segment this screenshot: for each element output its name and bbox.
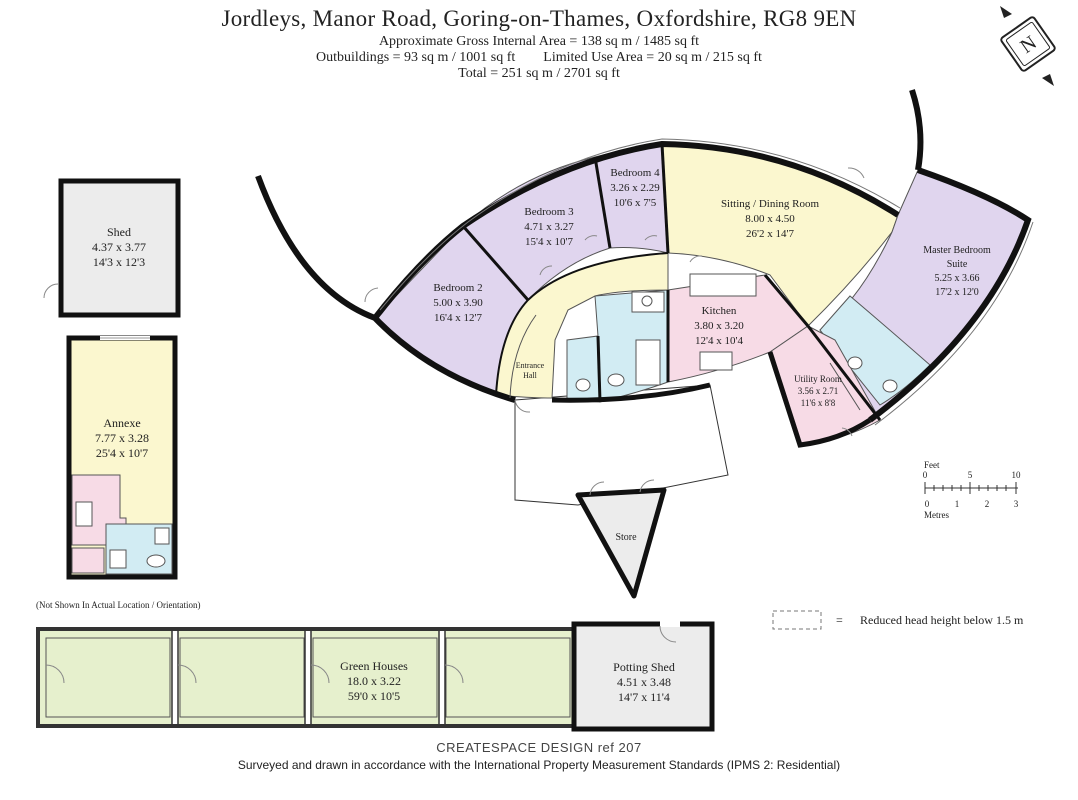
scale-feet-tick: 0 xyxy=(923,470,928,480)
outbuildings-area-line: Outbuildings = 93 sq m / 1001 sq ft Limi… xyxy=(316,50,762,65)
greenhouses-metric: 18.0 x 3.22 xyxy=(347,674,401,688)
location-note: (Not Shown In Actual Location / Orientat… xyxy=(36,600,200,610)
wc-area xyxy=(566,335,601,403)
scale-feet-label: Feet xyxy=(924,460,940,470)
gross-area-line: Approximate Gross Internal Area = 138 sq… xyxy=(378,34,700,49)
master-suite-imperial: 17'2 x 12'0 xyxy=(935,287,979,298)
scale-bar: Feet 0 5 10 0 1 2 3 Metres xyxy=(923,460,1021,520)
master-suite-name-1: Master Bedroom xyxy=(923,245,991,256)
bedroom-3-imperial: 15'4 x 10'7 xyxy=(525,236,573,248)
annexe-imperial: 25'4 x 10'7 xyxy=(96,446,148,460)
store-name: Store xyxy=(615,532,637,543)
shed-imperial: 14'3 x 12'3 xyxy=(93,255,145,269)
bedroom-3-metric: 4.71 x 3.27 xyxy=(524,221,574,233)
sitting-dining-imperial: 26'2 x 14'7 xyxy=(746,228,794,240)
kitchen-metric: 3.80 x 3.20 xyxy=(694,320,744,332)
potting-shed-name: Potting Shed xyxy=(613,660,675,674)
annexe: Annexe 7.77 x 3.28 25'4 x 10'7 xyxy=(66,335,178,580)
bedroom-4-imperial: 10'6 x 7'5 xyxy=(614,197,657,209)
potting-shed-imperial: 14'7 x 11'4 xyxy=(618,690,670,704)
greenhouses-imperial: 59'0 x 10'5 xyxy=(348,689,400,703)
entrance-hall-name-2: Hall xyxy=(523,371,538,380)
page-title: Jordleys, Manor Road, Goring-on-Thames, … xyxy=(221,6,857,31)
legend-equals: = xyxy=(836,613,843,627)
shed-name: Shed xyxy=(107,225,131,239)
scale-feet-tick: 10 xyxy=(1012,470,1022,480)
main-house: Bedroom 2 5.00 x 3.90 16'4 x 12'7 Bedroo… xyxy=(255,89,1034,448)
entrance-canopy xyxy=(514,384,729,506)
bedroom-4-metric: 3.26 x 2.29 xyxy=(610,182,660,194)
entrance-hall-name-1: Entrance xyxy=(516,361,545,370)
greenhouses: Green Houses 18.0 x 3.22 59'0 x 10'5 xyxy=(36,627,591,728)
potting-shed-metric: 4.51 x 3.48 xyxy=(617,675,671,689)
bedroom-4-name: Bedroom 4 xyxy=(610,167,660,179)
kitchen-name: Kitchen xyxy=(702,305,737,317)
scale-metres-tick: 0 xyxy=(925,499,930,509)
potting-shed: Potting Shed 4.51 x 3.48 14'7 x 11'4 xyxy=(571,621,715,732)
greenhouses-name: Green Houses xyxy=(340,659,408,673)
sitting-dining-name: Sitting / Dining Room xyxy=(721,198,820,210)
shed-metric: 4.37 x 3.77 xyxy=(92,240,146,254)
utility-room-metric: 3.56 x 2.71 xyxy=(798,386,839,396)
utility-room-imperial: 11'6 x 8'8 xyxy=(801,398,836,408)
scale-metres-tick: 1 xyxy=(955,499,960,509)
master-suite-name-2: Suite xyxy=(947,259,968,270)
bedroom-2-metric: 5.00 x 3.90 xyxy=(433,297,483,309)
store: Store xyxy=(575,479,667,599)
annexe-name: Annexe xyxy=(103,416,140,430)
brand-footer: CREATESPACE DESIGN ref 207 xyxy=(436,740,642,755)
total-area-line: Total = 251 sq m / 2701 sq ft xyxy=(458,66,620,81)
bedroom-2-name: Bedroom 2 xyxy=(433,282,482,294)
scale-metres-label: Metres xyxy=(924,510,949,520)
scale-metres-tick: 3 xyxy=(1014,499,1019,509)
sitting-dining-metric: 8.00 x 4.50 xyxy=(745,213,795,225)
scale-metres-tick: 2 xyxy=(985,499,990,509)
kitchen-imperial: 12'4 x 10'4 xyxy=(695,335,743,347)
survey-footer: Surveyed and drawn in accordance with th… xyxy=(237,758,841,772)
scale-feet-tick: 5 xyxy=(968,470,973,480)
bedroom-2-imperial: 16'4 x 12'7 xyxy=(434,312,482,324)
master-suite-metric: 5.25 x 3.66 xyxy=(935,273,980,284)
legend: = Reduced head height below 1.5 m xyxy=(772,610,1024,630)
bedroom-3-name: Bedroom 3 xyxy=(524,206,574,218)
utility-room-name: Utility Room xyxy=(794,374,842,384)
legend-text: Reduced head height below 1.5 m xyxy=(860,613,1024,627)
shed: Shed 4.37 x 3.77 14'3 x 12'3 xyxy=(43,178,181,318)
annexe-metric: 7.77 x 3.28 xyxy=(95,431,149,445)
north-compass-icon: N xyxy=(1000,6,1056,86)
